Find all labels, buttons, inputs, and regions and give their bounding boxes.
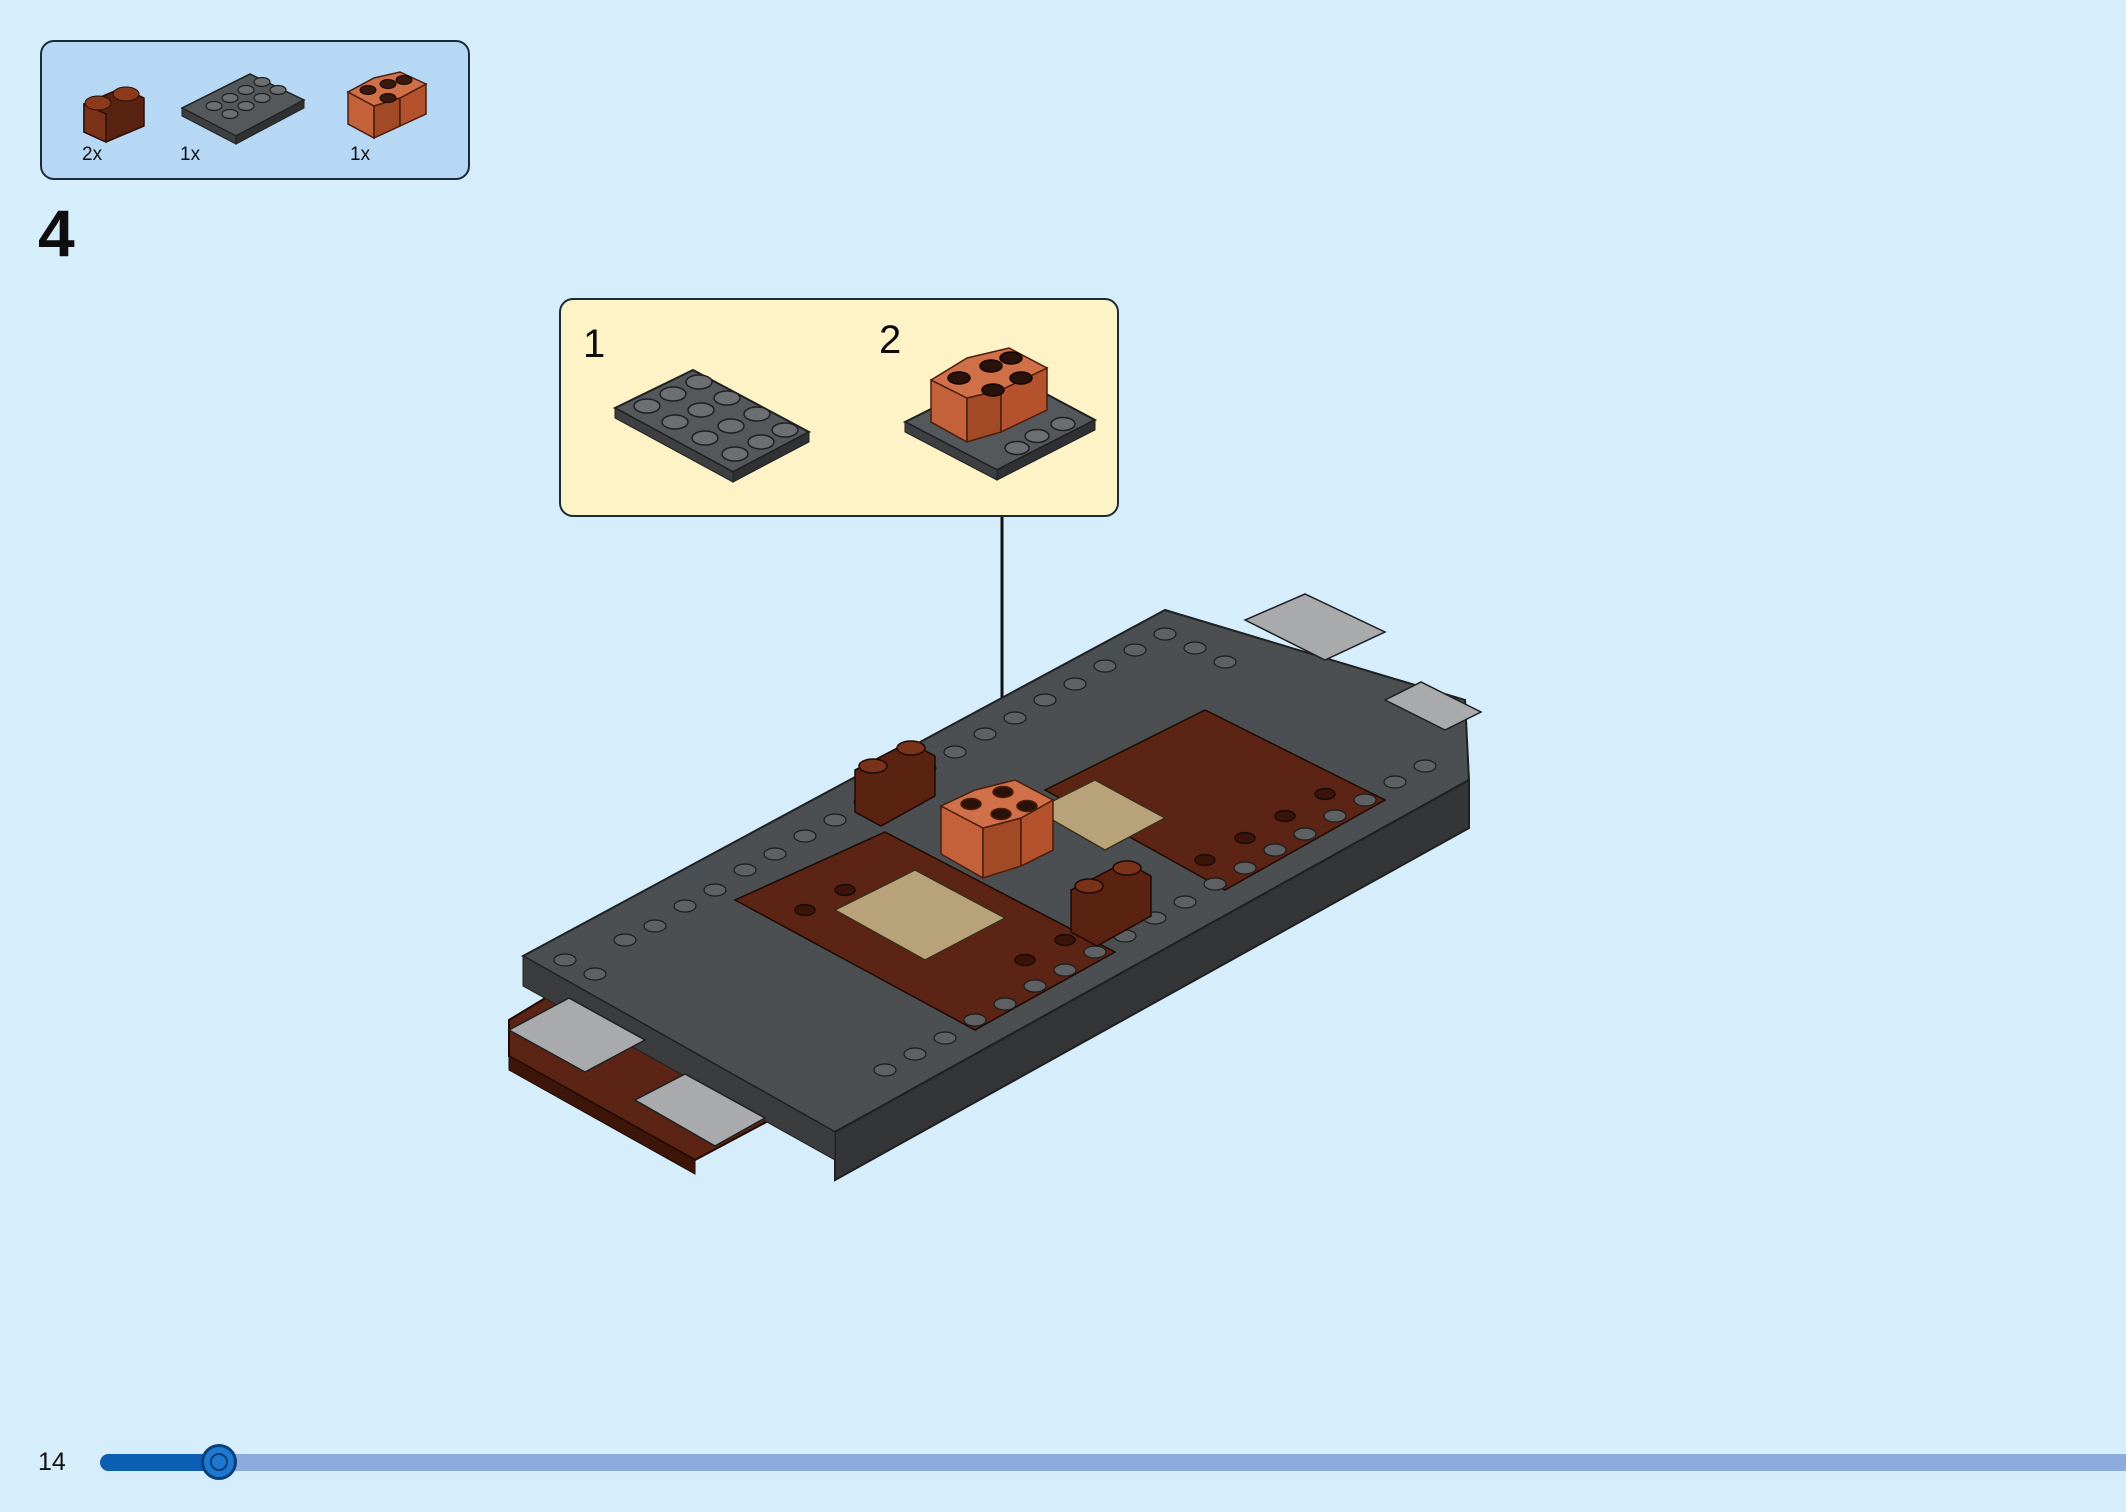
parts-list: 2x 1x 1x [40,40,470,180]
plate-with-corner-bricks-icon [902,347,1098,481]
brown-curved-brick-icon [83,86,145,144]
progress-knob[interactable] [201,1444,237,1480]
part-qty: 1x [180,144,201,165]
part-qty: 2x [82,144,103,165]
dark-gray-plate-2x4-icon [180,73,306,145]
sub-step-number: 2 [879,318,902,362]
sub-assembly-callout: 1 2 [559,298,1119,517]
dark-gray-plate-2x4-icon [612,368,812,483]
progress-fill [100,1454,219,1471]
step-number: 4 [38,196,75,270]
part-qty: 1x [350,144,371,165]
page-number: 14 [38,1448,66,1476]
sub-step-number: 1 [583,322,606,366]
orange-corner-brick-icon [346,71,428,140]
model-base-icon [507,593,1483,1182]
progress-bar [100,1444,2126,1480]
